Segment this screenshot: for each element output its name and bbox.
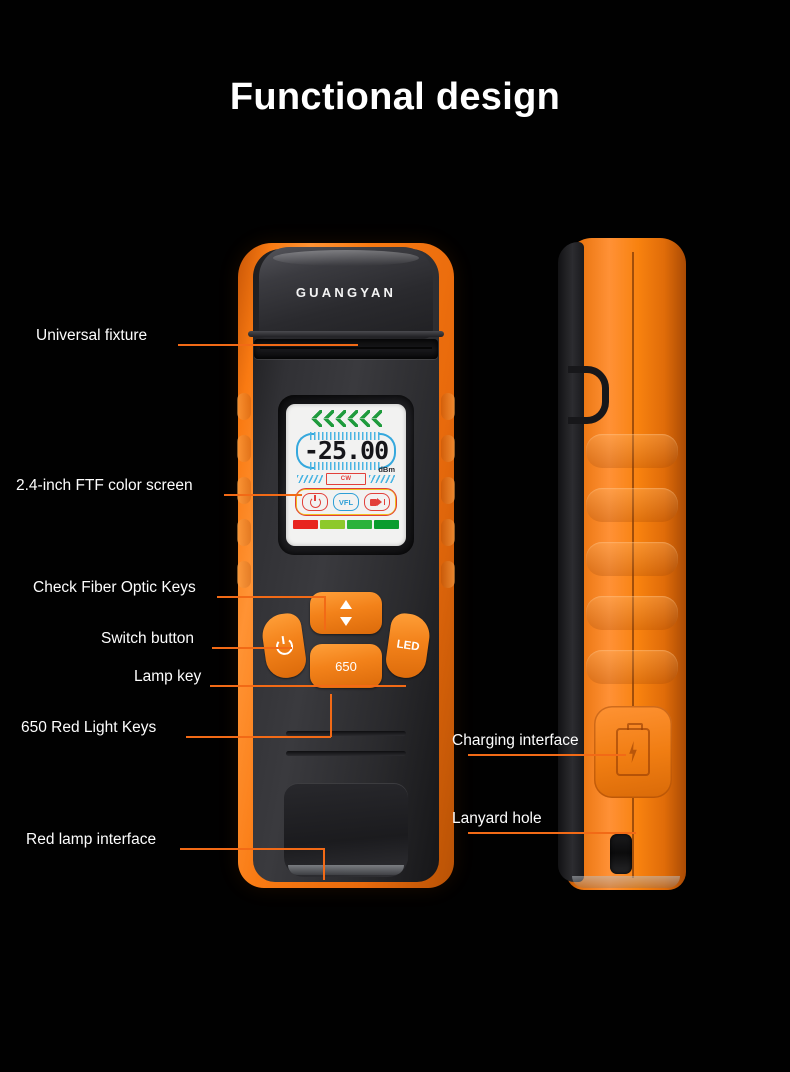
callout-color-screen: 2.4-inch FTF color screen bbox=[16, 477, 193, 494]
status-row: CW bbox=[297, 473, 395, 485]
grip-rib bbox=[586, 596, 678, 630]
switch-button[interactable] bbox=[259, 611, 309, 681]
segment-red bbox=[293, 520, 318, 529]
power-icon bbox=[302, 493, 328, 511]
arrow-up-icon bbox=[340, 600, 352, 609]
segment-dark-green bbox=[374, 520, 399, 529]
body-groove bbox=[286, 751, 406, 756]
chevron-icon bbox=[370, 410, 382, 427]
power-reading: -25.00 bbox=[303, 436, 389, 465]
lanyard-hole bbox=[610, 834, 632, 874]
gauge-ticks-top bbox=[310, 432, 382, 440]
check-fiber-optic-key[interactable] bbox=[310, 592, 382, 634]
grip-notch bbox=[237, 477, 251, 504]
body-groove bbox=[286, 731, 406, 736]
key-cluster: LED 650 bbox=[254, 588, 438, 698]
red-light-key[interactable]: 650 bbox=[310, 644, 382, 688]
side-foot bbox=[572, 876, 680, 888]
callout-universal-fixture: Universal fixture bbox=[36, 327, 148, 344]
grip-notch bbox=[441, 519, 455, 546]
grip-notch bbox=[237, 393, 251, 420]
lcd-screen: -25.00 dBm CW VFL bbox=[286, 404, 406, 546]
chevron-icon bbox=[358, 410, 370, 427]
callout-red-lamp-interface: Red lamp interface bbox=[26, 831, 157, 848]
chevron-icon bbox=[310, 410, 322, 427]
grip-notch bbox=[441, 393, 455, 420]
leader-line-vertical bbox=[330, 694, 332, 737]
chevron-icon bbox=[334, 410, 346, 427]
grip-notch bbox=[441, 477, 455, 504]
fixture-slot-line bbox=[260, 347, 432, 349]
power-icon bbox=[274, 636, 294, 656]
reading-area: -25.00 dBm bbox=[292, 431, 400, 474]
chevron-icon bbox=[346, 410, 358, 427]
leader-line bbox=[180, 848, 324, 850]
callout-charging-interface: Charging interface bbox=[452, 732, 579, 749]
grip-notch bbox=[237, 435, 251, 462]
screen-bezel: -25.00 dBm CW VFL bbox=[278, 395, 414, 555]
grip-notch bbox=[441, 561, 455, 588]
mode-icon-row: VFL bbox=[295, 488, 397, 516]
red-lamp-interface bbox=[284, 783, 408, 877]
leader-line bbox=[186, 736, 331, 738]
grip-rib bbox=[586, 650, 678, 684]
reading-unit: dBm bbox=[378, 465, 395, 474]
leader-line bbox=[210, 685, 406, 687]
segment-light-green bbox=[320, 520, 345, 529]
leader-line bbox=[224, 494, 302, 496]
chevron-icon bbox=[322, 410, 334, 427]
lamp-icon bbox=[364, 493, 390, 511]
vfl-badge: VFL bbox=[333, 493, 359, 511]
grip-rib bbox=[586, 542, 678, 576]
leader-line bbox=[217, 596, 325, 598]
charging-port-cover[interactable] bbox=[594, 706, 672, 798]
leader-line bbox=[468, 754, 626, 756]
arrow-down-icon bbox=[340, 617, 352, 626]
hatch-left bbox=[297, 475, 323, 483]
signal-chevrons bbox=[310, 410, 382, 427]
lightning-bolt-icon bbox=[629, 741, 637, 763]
grip-rib bbox=[586, 488, 678, 522]
level-bar bbox=[293, 520, 399, 529]
side-seam-line bbox=[632, 252, 634, 878]
leader-line bbox=[212, 647, 292, 649]
leader-line-vertical bbox=[324, 596, 326, 630]
callout-lanyard-hole: Lanyard hole bbox=[452, 810, 542, 827]
hatch-right bbox=[369, 475, 395, 483]
leader-line bbox=[178, 344, 358, 346]
clip-hook bbox=[568, 366, 609, 424]
callout-lamp-key: Lamp key bbox=[134, 668, 202, 685]
front-top-cap bbox=[259, 247, 433, 339]
device-front-view: GUANGYAN - bbox=[237, 243, 455, 888]
callout-switch-button: Switch button bbox=[101, 630, 195, 647]
grip-notch bbox=[237, 519, 251, 546]
grip-notch bbox=[237, 561, 251, 588]
grip-rib bbox=[586, 434, 678, 468]
fixture-edge bbox=[248, 331, 444, 337]
segment-green bbox=[347, 520, 372, 529]
callout-check-fiber-optic-keys: Check Fiber Optic Keys bbox=[33, 579, 196, 596]
status-badge: CW bbox=[326, 473, 366, 485]
battery-icon bbox=[616, 723, 650, 776]
leader-line-vertical bbox=[323, 848, 325, 880]
device-side-view bbox=[556, 238, 686, 890]
leader-line bbox=[468, 832, 636, 834]
callout-red-light-keys: 650 Red Light Keys bbox=[21, 719, 157, 736]
universal-fixture-slot bbox=[254, 339, 438, 359]
side-black-edge bbox=[558, 242, 584, 882]
gauge-ticks-bottom bbox=[310, 462, 382, 470]
page-title: Functional design bbox=[229, 76, 561, 118]
brand-logo: GUANGYAN bbox=[295, 285, 397, 300]
grip-notch bbox=[441, 435, 455, 462]
lamp-key[interactable]: LED bbox=[383, 611, 433, 681]
